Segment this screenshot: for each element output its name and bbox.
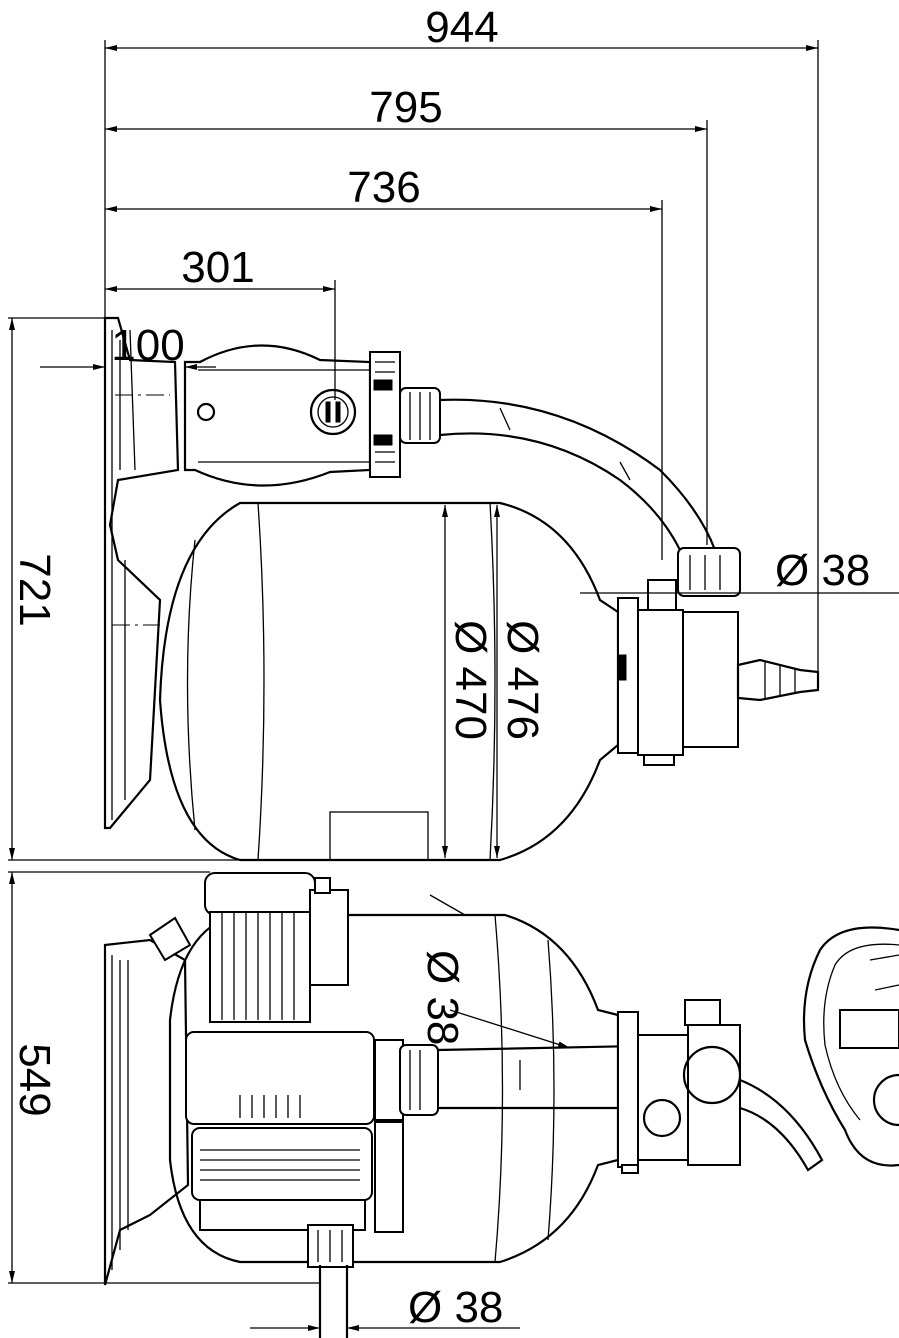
multiport-valve-side — [617, 547, 820, 766]
dimension-label-301: 301 — [181, 243, 254, 292]
dimension-label-795: 795 — [369, 83, 442, 132]
union-coupling-top — [307, 1039, 439, 1268]
dimension-label-bottom-38: Ø 38 — [408, 1283, 503, 1332]
pump-housing — [185, 1031, 375, 1231]
pump-motor — [148, 872, 349, 1023]
dimension-label-top-38: Ø 38 — [418, 950, 467, 1045]
base-plate — [103, 316, 180, 830]
filter-tank-top — [168, 913, 620, 1264]
top-view: Ø 38 Ø 38 — [103, 872, 899, 1338]
detail-view-fragment — [802, 926, 899, 1167]
filter-tank: Ø 470 Ø 476 — [158, 501, 620, 862]
dimension-label-476: Ø 476 — [498, 620, 547, 740]
pump-body — [183, 344, 372, 487]
dimension-label-470: Ø 470 — [446, 620, 495, 740]
dimension-736: 736 — [105, 163, 663, 560]
dimension-label-549: 549 — [10, 1043, 59, 1116]
dimension-label-outlet-38: Ø 38 — [775, 546, 870, 595]
dimension-label-721: 721 — [10, 553, 59, 626]
dimension-301: 301 — [105, 243, 336, 400]
dimension-549: 549 — [8, 871, 320, 1284]
side-view: Ø 470 Ø 476 Ø 38 — [103, 316, 899, 862]
multiport-valve-top — [617, 999, 824, 1174]
dimension-label-944: 944 — [425, 3, 498, 52]
union-coupling-side — [369, 351, 441, 478]
hose-pipe — [439, 398, 717, 551]
dimension-944: 944 — [105, 3, 819, 680]
dimension-795: 795 — [105, 83, 708, 545]
dimension-label-736: 736 — [347, 163, 420, 212]
